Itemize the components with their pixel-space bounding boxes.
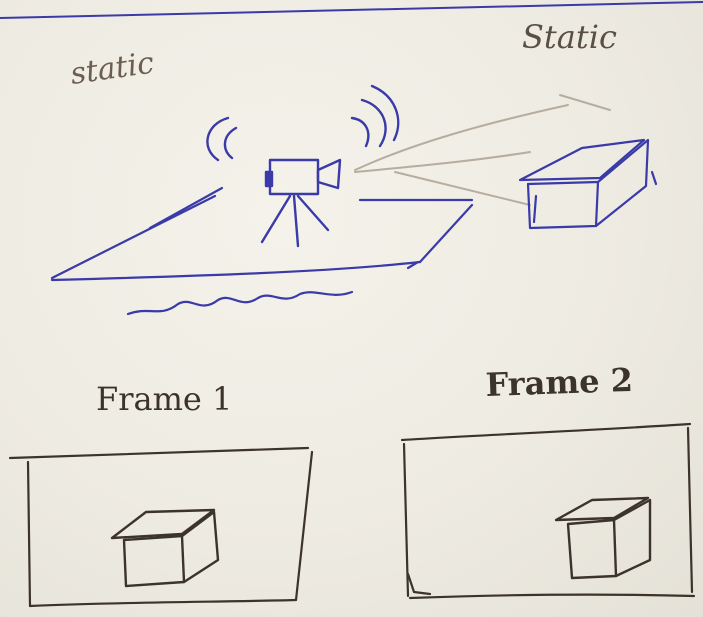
static-left-label: static (68, 46, 156, 92)
water-waves (126, 290, 354, 316)
static-right-label: Static (522, 18, 617, 56)
frame-1-rectangle (8, 446, 314, 608)
frame-2-box (554, 496, 652, 580)
frame-1-box (110, 508, 220, 588)
pencil-sight-lines (354, 94, 611, 206)
tripod (260, 194, 330, 248)
frame-2-rectangle (400, 422, 696, 600)
top-ruled-line (0, 1, 703, 19)
static-box-blue (518, 138, 658, 230)
ground-plane (50, 186, 474, 282)
frame-1-label: Frame 1 (96, 380, 232, 418)
video-camera-icon (206, 84, 400, 196)
frame-2-label: Frame 2 (485, 361, 634, 404)
